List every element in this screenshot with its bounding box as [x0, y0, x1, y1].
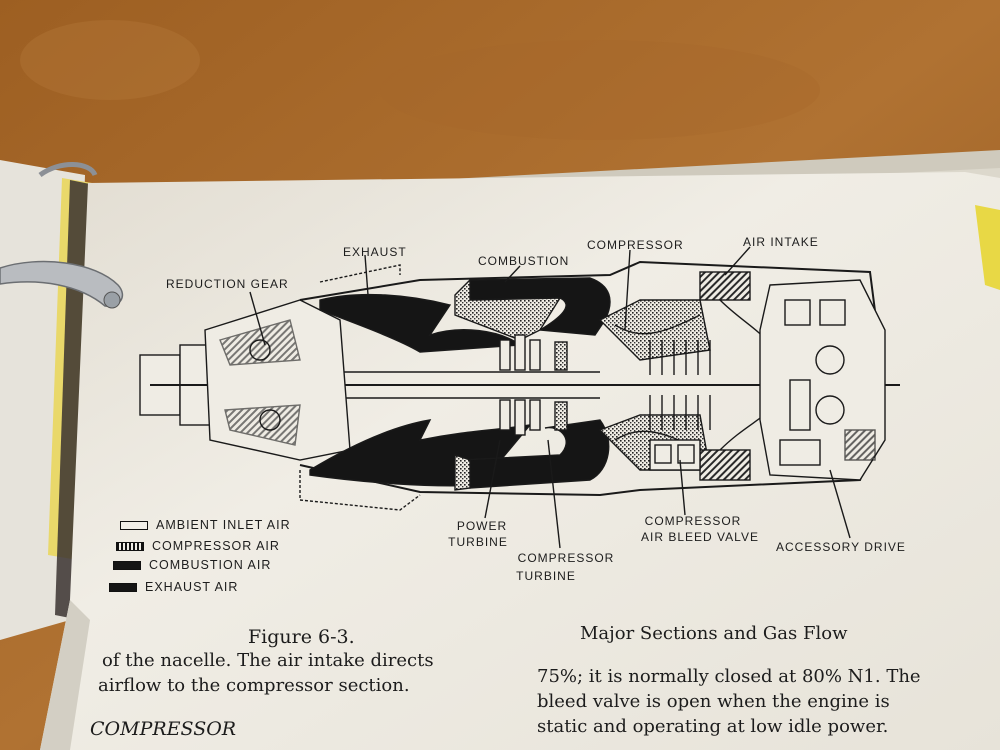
legend-label: COMBUSTION AIR	[149, 558, 272, 572]
turbine-blades	[499, 334, 568, 436]
label-reduction-gear: REDUCTION GEAR	[166, 277, 289, 291]
right-body-line-2: bleed valve is open when the engine is	[537, 691, 890, 712]
label-compressor-turbine-2: TURBINE	[516, 569, 576, 583]
legend-item-ambient: AMBIENT INLET AIR	[120, 518, 291, 532]
label-power-turbine-1: POWER	[456, 519, 508, 533]
left-section-heading: COMPRESSOR	[90, 718, 237, 740]
intake-screen-bottom	[699, 449, 751, 481]
label-accessory-drive: ACCESSORY DRIVE	[776, 540, 906, 554]
combustion-top	[469, 277, 611, 336]
legend-swatch-solid	[109, 582, 137, 592]
legend-item-combustion: COMBUSTION AIR	[113, 558, 271, 572]
legend-swatch-solid	[113, 560, 141, 570]
section-heading: Major Sections and Gas Flow	[580, 623, 848, 644]
exhaust-top	[319, 293, 522, 353]
compressor-stages	[649, 340, 711, 430]
label-combustion: COMBUSTION	[478, 254, 570, 268]
legend-item-compressor: COMPRESSOR AIR	[116, 539, 280, 553]
label-bleed-valve-1: COMPRESSOR	[644, 514, 742, 528]
legend-swatch-outline	[120, 520, 148, 530]
label-compressor-turbine-1: COMPRESSOR	[517, 551, 615, 565]
label-power-turbine-2: TURBINE	[448, 535, 508, 549]
label-air-intake: AIR INTAKE	[743, 235, 819, 249]
legend-swatch-stipple	[116, 541, 144, 551]
binder-ring	[0, 260, 124, 307]
label-exhaust: EXHAUST	[343, 245, 407, 259]
left-body-line-1: of the nacelle. The air intake directs	[102, 650, 434, 671]
right-body-line-1: 75%; it is normally closed at 80% N1. Th…	[537, 666, 921, 687]
engine-diagram	[139, 246, 900, 549]
label-compressor: COMPRESSOR	[587, 238, 684, 252]
legend-label: EXHAUST AIR	[145, 580, 239, 594]
figure-caption: Figure 6-3.	[248, 626, 355, 648]
label-bleed-valve-2: AIR BLEED VALVE	[641, 530, 759, 544]
right-body-line-3: static and operating at low idle power.	[537, 716, 889, 737]
combustion-bottom	[459, 419, 610, 489]
legend-item-exhaust: EXHAUST AIR	[109, 580, 238, 594]
left-body-line-2: airflow to the compressor section.	[98, 675, 410, 696]
intake-screen-top	[699, 271, 751, 301]
legend-label: COMPRESSOR AIR	[152, 539, 280, 553]
legend-label: AMBIENT INLET AIR	[156, 518, 291, 532]
